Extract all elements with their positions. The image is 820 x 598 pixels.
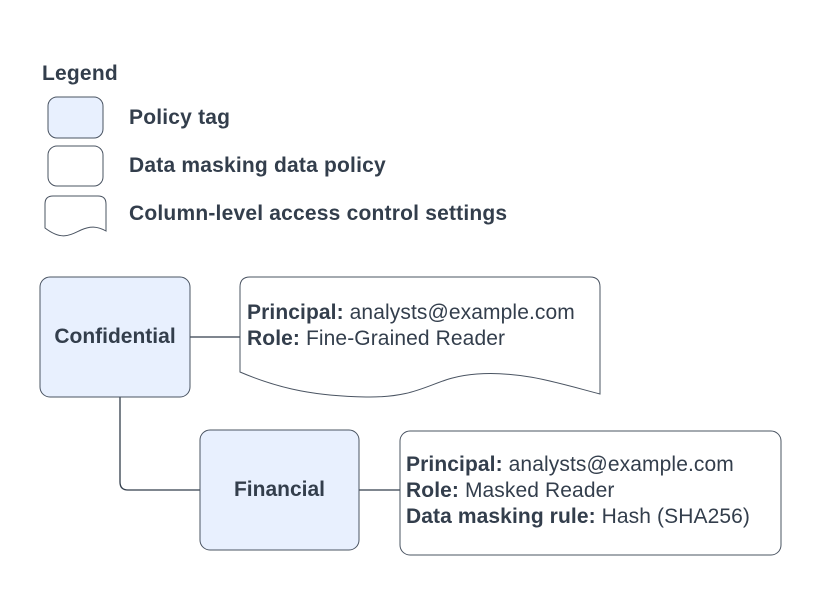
- field-row: Data masking rule: Hash (SHA256): [406, 504, 750, 530]
- column-access-settings-text: Principal: analysts@example.com Role: Fi…: [247, 300, 575, 352]
- data-masking-policy-text: Principal: analysts@example.com Role: Ma…: [406, 452, 750, 530]
- legend-label-data-masking-policy: Data masking data policy: [129, 154, 386, 177]
- connector-confidential-to-financial: [119, 397, 200, 491]
- policy-tag-swatch: [47, 96, 104, 139]
- column-access-swatch: [44, 195, 107, 237]
- column-access-settings-shape: [239, 276, 601, 398]
- field-row: Role: Masked Reader: [406, 478, 750, 504]
- policy-tag-financial-shape: [199, 429, 360, 551]
- field-label: Role:: [406, 479, 459, 502]
- field-label: Role:: [247, 327, 300, 350]
- legend-title: Legend: [42, 62, 118, 85]
- field-label: Principal:: [247, 301, 344, 324]
- field-label: Data masking rule:: [406, 505, 596, 528]
- field-value: Masked Reader: [464, 479, 615, 502]
- policy-tag-confidential-shape: [39, 276, 191, 398]
- policy-tag-confidential-label: Confidential: [54, 325, 176, 348]
- legend-label-column-access: Column-level access control settings: [129, 202, 508, 225]
- field-row: Role: Fine-Grained Reader: [247, 326, 575, 352]
- field-row: Principal: analysts@example.com: [406, 452, 750, 478]
- field-value: analysts@example.com: [349, 301, 575, 324]
- field-value: Hash (SHA256): [601, 505, 751, 528]
- field-row: Principal: analysts@example.com: [247, 300, 575, 326]
- legend-label-policy-tag: Policy tag: [129, 105, 231, 129]
- field-value: analysts@example.com: [508, 453, 734, 476]
- field-label: Principal:: [406, 453, 503, 476]
- data-masking-policy-shape: [399, 430, 782, 556]
- data-masking-policy-swatch: [47, 145, 104, 187]
- policy-tag-financial-label: Financial: [233, 478, 326, 501]
- field-value: Fine-Grained Reader: [305, 327, 506, 350]
